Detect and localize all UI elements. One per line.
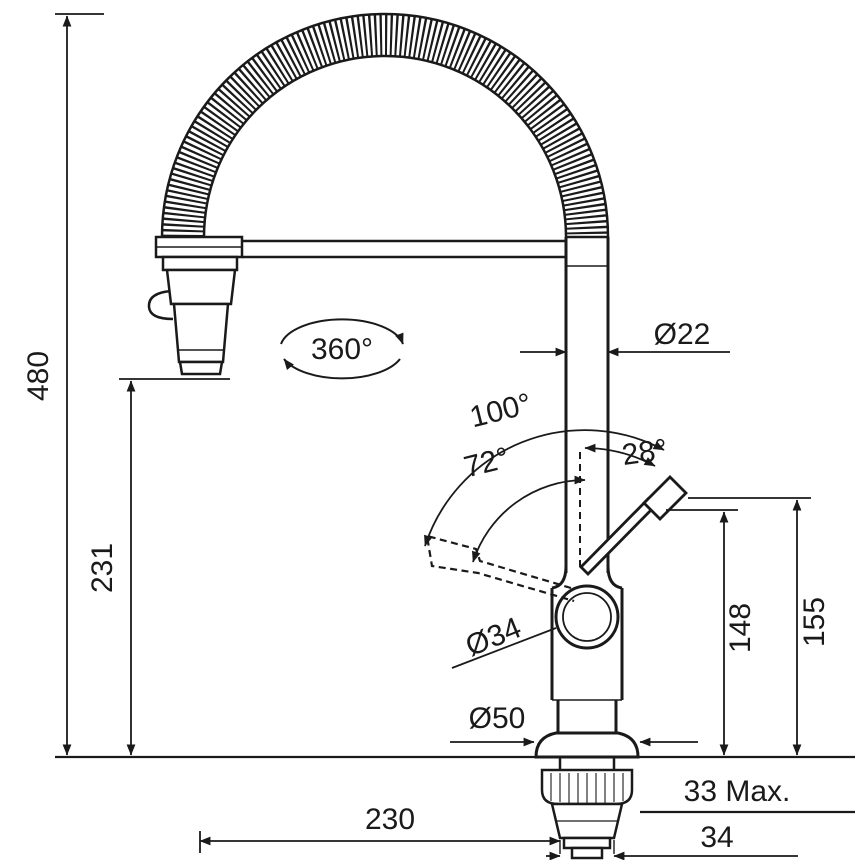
dim-shank-diameter: 34: [546, 821, 798, 860]
rotation-symbol: 360°: [280, 318, 404, 380]
spray-lower-body: [172, 302, 230, 364]
tube-diameter-label: Ø22: [654, 318, 711, 351]
dim-body-diameter: Ø34: [451, 611, 557, 669]
spray-side-lever: [147, 289, 174, 321]
spray-outlet: [178, 360, 224, 376]
dim-tube-diameter: Ø22: [520, 318, 730, 357]
angle-arcs: [424, 429, 665, 563]
hose-fitting-lower: [570, 846, 604, 860]
dim-overall-height: 480: [22, 13, 104, 756]
lever-angle-total-label: 100°: [467, 387, 535, 434]
coil-inner-outline: [202, 54, 568, 238]
rotation-arrow-bottom: [283, 358, 401, 380]
lever-angle-front-label: 72°: [461, 441, 513, 484]
support-bar: [242, 239, 566, 259]
lever-angle-back-label: 28°: [620, 433, 670, 472]
washer-ribs: [550, 773, 624, 803]
dim-spout-reach: 230: [199, 803, 561, 853]
mounting-hardware: [540, 757, 634, 860]
riser-pipe: [564, 235, 610, 573]
arc-28deg: [584, 443, 656, 467]
hose-fitting-upper: [562, 836, 612, 850]
countertop: [55, 755, 855, 814]
coil-spring-spout: [160, 12, 610, 238]
handle-height-label: 148: [724, 603, 757, 653]
shank-diameter-label: 34: [700, 821, 733, 854]
handle-boss-inner: [562, 592, 612, 642]
outlet-height-label: 231: [86, 543, 119, 593]
coil-ribs: [162, 14, 608, 238]
spray-holder: [161, 255, 239, 272]
dim-handle-height: 148: [666, 509, 757, 756]
deck-thickness-label: 33 Max.: [684, 775, 791, 808]
faucet-body: [550, 565, 624, 733]
arc-100deg: [424, 429, 665, 547]
arc-72deg: [472, 475, 586, 563]
dim-base-diameter: Ø50: [450, 702, 698, 747]
overall-height-label: 480: [22, 351, 55, 401]
swivel-rotation-label: 360°: [311, 333, 373, 366]
dim-handle-max-height: 155: [688, 497, 831, 756]
lever-stem: [579, 497, 657, 576]
base-diameter-label: Ø50: [469, 702, 526, 735]
handle-max-height-label: 155: [798, 597, 831, 647]
dim-outlet-height: 231: [86, 378, 230, 756]
coil-outer-outline: [160, 12, 610, 238]
spout-reach-label: 230: [365, 803, 415, 836]
body-diameter-label: Ø34: [461, 611, 526, 663]
handle-boss: [554, 584, 620, 650]
dim-deck-thickness: 33 Max.: [684, 775, 791, 808]
spray-head: [147, 235, 244, 376]
spray-upper-body: [165, 268, 237, 306]
rotation-arrow-top: [280, 318, 404, 345]
handle-boss-outer: [554, 584, 620, 650]
base-flange: [534, 731, 640, 759]
